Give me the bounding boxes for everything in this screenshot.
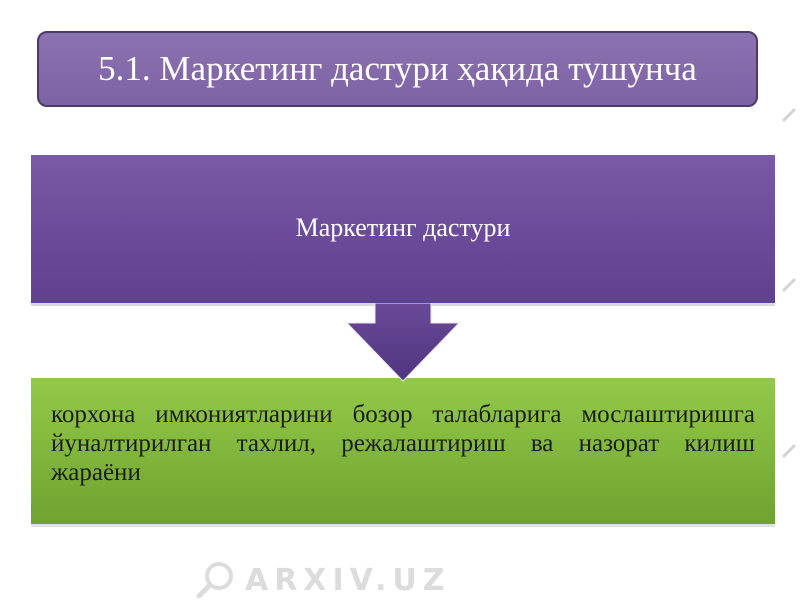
- edge-mark-icon: [782, 444, 796, 458]
- definition-block: корхона имкониятларини бозор талабларига…: [31, 378, 775, 524]
- definition-text: корхона имкониятларини бозор талабларига…: [51, 401, 755, 486]
- down-arrow-icon: [345, 303, 461, 382]
- search-magnifier-icon: [196, 562, 233, 599]
- slide-title: 5.1. Маркетинг дастури ҳақида тушунча: [37, 31, 758, 107]
- edge-mark-icon: [782, 278, 796, 292]
- marketing-program-label: Маркетинг дастури: [295, 213, 511, 242]
- watermark: ARXIV.UZ: [195, 560, 450, 600]
- slide-title-text: 5.1. Маркетинг дастури ҳақида тушунча: [98, 49, 697, 88]
- block-shadow: [31, 524, 775, 527]
- watermark-text: ARXIV.UZ: [245, 562, 451, 598]
- marketing-program-block: Маркетинг дастури: [31, 155, 775, 303]
- edge-mark-icon: [782, 108, 796, 122]
